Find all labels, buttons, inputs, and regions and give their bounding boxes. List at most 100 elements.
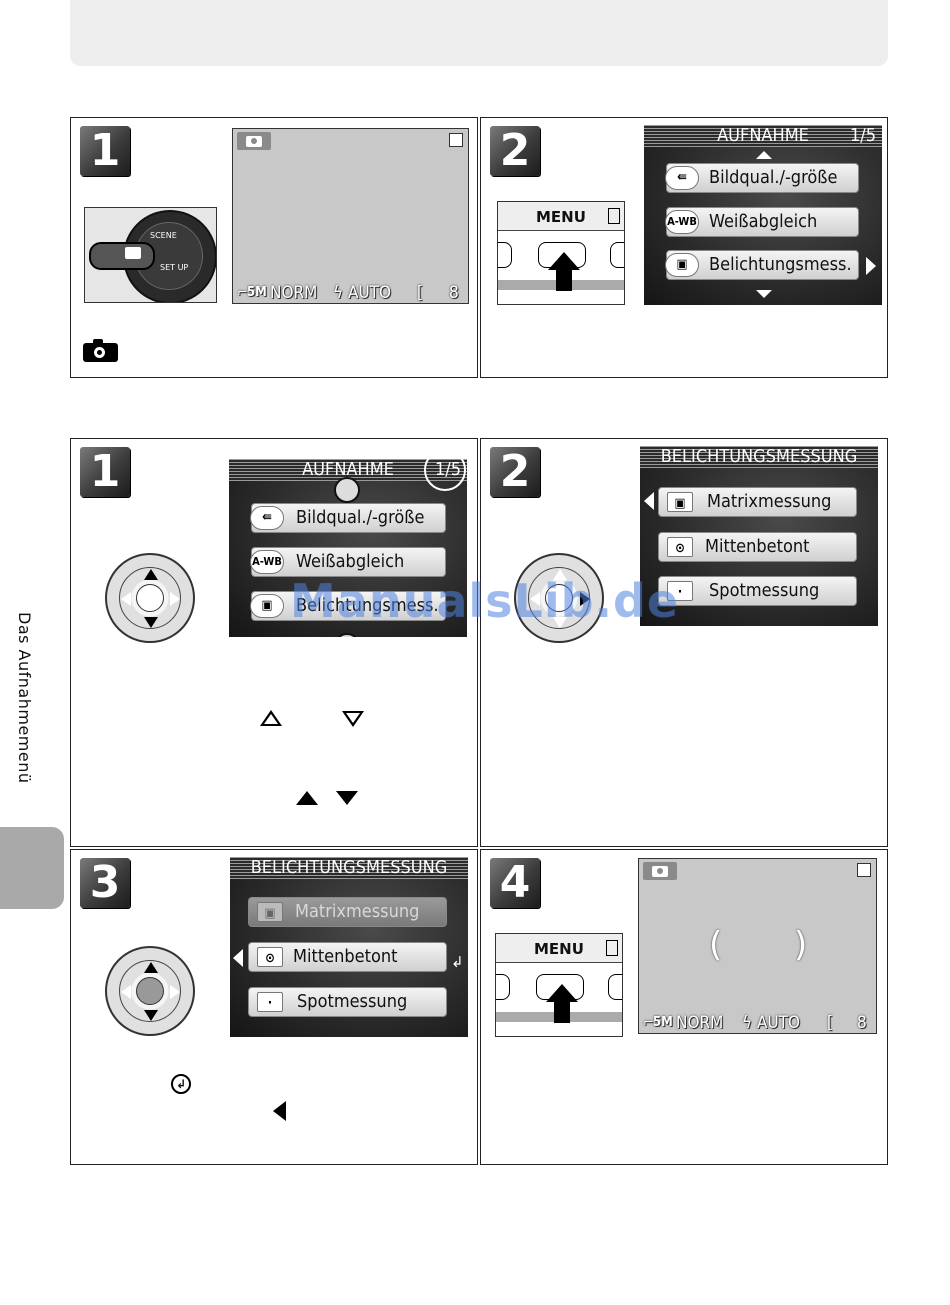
flash-mode-label: AUTO <box>757 1013 801 1033</box>
menu-item[interactable]: ▣ Belichtungsmess. <box>250 591 446 621</box>
down-arrow-icon <box>144 1010 158 1021</box>
menu-button-illustration: MENU <box>495 933 623 1037</box>
step-number: 1 <box>80 447 130 497</box>
right-arrow-icon <box>170 592 180 606</box>
monitor-display: ( ) ⌐ 5M NORM ϟ AUTO [ 8 <box>638 858 877 1034</box>
down-filled-arrow-icon <box>336 791 358 805</box>
quality-size-icon: ⇚ <box>665 166 699 190</box>
menu-item[interactable]: ▣ Belichtungsmess. <box>665 250 859 280</box>
menu-item-label: Matrixmessung <box>707 491 832 512</box>
step-number: 4 <box>490 858 540 908</box>
camera-icon <box>643 862 677 880</box>
menu-item-label: Mittenbetont <box>293 946 398 967</box>
white-balance-icon: A-WB <box>250 550 284 574</box>
resolution-label: 5M <box>653 1015 673 1030</box>
bottom-step4-panel: 4 MENU ( ) ⌐ 5M NORM ϟ AUTO [ 8 <box>480 849 888 1165</box>
menu-item[interactable]: A-WB Weißabgleich <box>665 207 859 237</box>
flash-mode-label: AUTO <box>348 283 392 303</box>
menu-item[interactable]: ⊙ Mittenbetont <box>658 532 857 562</box>
menu-item[interactable]: · Spotmessung <box>658 576 857 606</box>
down-arrow-icon <box>144 617 158 628</box>
quality-size-icon: ⇚ <box>250 506 284 530</box>
camera-icon <box>83 339 118 362</box>
menu-button-label: MENU <box>534 940 584 958</box>
bottom-step1-panel: 1 AUFNAHME 1/5 ⇚ Bildqual./-größe A-WB W… <box>70 438 478 847</box>
menu-item-label: Spotmessung <box>297 991 408 1012</box>
bottom-step2-panel: 2 BELICHTUNGSMESSUNG ▣ Matrixmessung ⊙ M… <box>480 438 888 847</box>
menu-screen: BELICHTUNGSMESSUNG ▣ Matrixmessung ⊙ Mit… <box>640 446 878 626</box>
scroll-up-icon <box>756 151 772 159</box>
mode-dial-illustration: SCENE SET UP <box>84 207 217 303</box>
down-arrow-icon <box>553 617 567 628</box>
status-bar: ⌐ 5M NORM ϟ AUTO [ 8 <box>237 283 459 303</box>
menu-item[interactable]: ⇚ Bildqual./-größe <box>665 163 859 193</box>
menu-item[interactable]: ⊙ Mittenbetont <box>248 942 447 972</box>
menu-item[interactable]: ⇚ Bildqual./-größe <box>250 503 446 533</box>
step-number: 2 <box>490 126 540 176</box>
center-weighted-icon: ⊙ <box>257 947 283 967</box>
memory-card-icon <box>449 133 463 147</box>
flash-icon: ϟ <box>742 1013 753 1033</box>
selection-right-arrow-icon <box>866 257 876 275</box>
menu-item[interactable]: ▣ Matrixmessung <box>658 487 857 517</box>
menu-item-label: Belichtungsmess. <box>709 254 852 275</box>
multi-selector[interactable] <box>105 946 195 1036</box>
menu-item-label: Bildqual./-größe <box>296 507 425 528</box>
monitor-display: ⌐ 5M NORM ϟ AUTO [ 8 <box>232 128 469 304</box>
left-filled-arrow-icon <box>273 1101 286 1121</box>
metering-icon: ▣ <box>250 594 284 618</box>
bottom-step3-panel: 3 BELICHTUNGSMESSUNG ▣ Matrixmessung ⊙ M… <box>70 849 478 1165</box>
menu-item-label: Weißabgleich <box>709 211 818 232</box>
press-arrow-icon <box>546 984 578 1002</box>
menu-button-illustration: MENU <box>497 201 625 305</box>
up-arrow-icon <box>553 569 567 580</box>
menu-item-label: Mittenbetont <box>705 536 810 557</box>
enter-button-icon: ↲ <box>171 1074 191 1094</box>
menu-page-indicator: 1/5 <box>849 125 876 146</box>
menu-screen: AUFNAHME 1/5 ⇚ Bildqual./-größe A-WB Wei… <box>229 459 467 637</box>
resolution-label: 5M <box>247 285 267 300</box>
metering-icon: ▣ <box>665 253 699 277</box>
menu-item[interactable]: ▣ Matrixmessung <box>248 897 447 927</box>
scroll-down-icon <box>334 633 360 637</box>
selection-left-arrow-icon <box>644 492 654 510</box>
enter-icon <box>136 584 164 612</box>
frame-bracket-icon: [ <box>417 283 423 303</box>
chapter-label: Das Aufnahmemenü <box>15 612 34 784</box>
quality-label: NORM <box>270 283 318 303</box>
multi-selector[interactable] <box>514 553 604 643</box>
frame-bracket-icon: [ <box>827 1013 833 1033</box>
menu-item-label: Bildqual./-größe <box>709 167 838 188</box>
up-arrow-icon <box>144 569 158 580</box>
menu-title: BELICHTUNGSMESSUNG <box>230 857 468 879</box>
focus-bracket-left: ( <box>709 925 723 965</box>
step-number: 3 <box>80 858 130 908</box>
camera-mode-icon <box>125 247 141 259</box>
menu-item[interactable]: · Spotmessung <box>248 987 447 1017</box>
header-band <box>70 0 888 66</box>
watermark: ManualsLib.de <box>290 574 680 628</box>
enter-icon <box>136 977 164 1005</box>
scroll-down-icon <box>756 290 772 298</box>
menu-title: AUFNAHME 1/5 <box>644 125 882 147</box>
spot-metering-icon: · <box>667 581 693 601</box>
menu-screen: AUFNAHME 1/5 ⇚ Bildqual./-größe A-WB Wei… <box>644 125 882 305</box>
focus-bracket-right: ) <box>794 925 808 965</box>
quality-label: NORM <box>676 1013 724 1033</box>
menu-item-label: Spotmessung <box>709 580 820 601</box>
up-arrow-icon <box>144 962 158 973</box>
white-balance-icon: A-WB <box>665 210 699 234</box>
left-arrow-icon <box>530 592 540 606</box>
highlight-circle <box>424 459 466 491</box>
menu-item[interactable]: A-WB Weißabgleich <box>250 547 446 577</box>
matrix-metering-icon: ▣ <box>257 902 283 922</box>
menu-screen: BELICHTUNGSMESSUNG ▣ Matrixmessung ⊙ Mit… <box>230 857 468 1037</box>
enter-confirm-icon: ↲ <box>451 953 464 971</box>
chapter-tab <box>0 827 64 909</box>
left-arrow-icon <box>121 985 131 999</box>
selection-left-arrow-icon <box>233 949 243 967</box>
spot-metering-icon: · <box>257 992 283 1012</box>
status-bar: ⌐ 5M NORM ϟ AUTO [ 8 <box>643 1013 867 1033</box>
right-arrow-icon <box>170 985 180 999</box>
multi-selector[interactable] <box>105 553 195 643</box>
